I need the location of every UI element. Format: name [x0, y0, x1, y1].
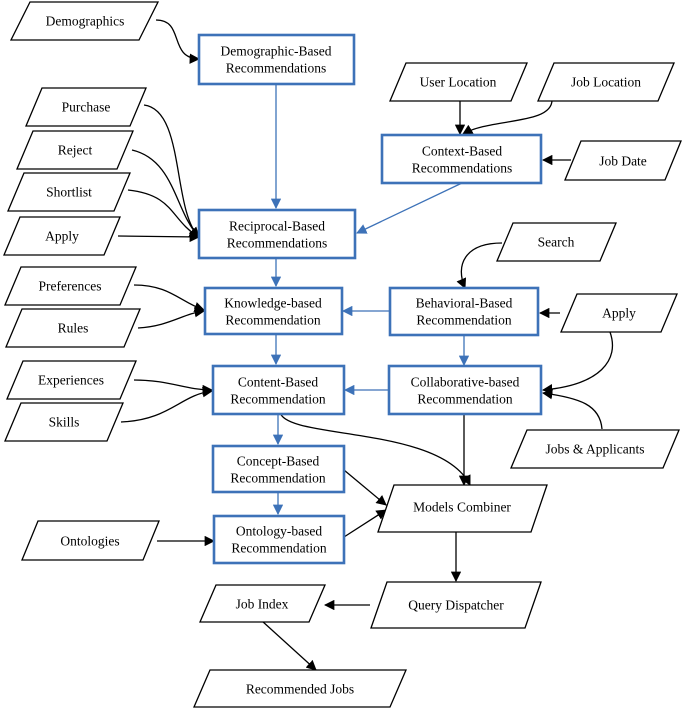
label-job-location: Job Location — [571, 75, 641, 90]
arrow-skills — [120, 387, 214, 423]
arrow-ontology-to-combiner — [343, 509, 387, 538]
module-behavioral-based: Behavioral-Based Recommendation — [388, 286, 540, 337]
module-demographic-based-line1: Demographic-Based — [221, 44, 332, 59]
job-index: Job Index — [199, 584, 326, 623]
arrow-experiences — [133, 379, 214, 396]
module-collaborative-based: Collaborative-based Recommendation — [387, 364, 543, 416]
input-experiences: Experiences — [6, 360, 137, 400]
label-rules: Rules — [58, 321, 89, 336]
module-behavioral-based-line2: Recommendation — [416, 313, 511, 328]
module-content-based-line2: Recommendation — [230, 392, 325, 407]
label-query-dispatcher: Query Dispatcher — [408, 598, 504, 613]
arrow-content-to-combiner — [279, 411, 471, 486]
connectors — [117, 19, 614, 671]
module-ontology-based: Ontology-based Recommendation — [212, 514, 346, 565]
arrow-jobindex-to-recommended — [261, 620, 317, 671]
input-apply-left: Apply — [3, 216, 121, 256]
module-knowledge-based: Knowledge-based Recommendation — [203, 286, 344, 336]
arrow-demographics — [155, 19, 201, 64]
label-recommended-jobs: Recommended Jobs — [246, 682, 354, 697]
module-ontology-based-line2: Recommendation — [231, 541, 326, 556]
label-apply-right: Apply — [602, 306, 636, 321]
models-combiner: Models Combiner — [377, 484, 548, 533]
module-demographic-based: Demographic-Based Recommendations — [197, 33, 356, 86]
label-demographics: Demographics — [46, 14, 125, 29]
arrow-apply-to-collaborative — [541, 331, 614, 395]
label-purchase: Purchase — [62, 100, 111, 115]
input-purchase: Purchase — [25, 87, 147, 127]
label-skills: Skills — [49, 415, 80, 430]
label-preferences: Preferences — [39, 279, 102, 294]
label-jobs-applicants: Jobs & Applicants — [545, 442, 644, 457]
module-context-based-line1: Context-Based — [422, 144, 502, 159]
module-behavioral-based-line1: Behavioral-Based — [416, 296, 513, 311]
label-ontologies: Ontologies — [60, 534, 119, 549]
module-context-based: Context-Based Recommendations — [380, 133, 543, 185]
label-models-combiner: Models Combiner — [413, 500, 511, 515]
input-skills: Skills — [4, 402, 124, 442]
module-collaborative-based-line2: Recommendation — [417, 392, 512, 407]
label-apply-left: Apply — [45, 229, 79, 244]
label-search: Search — [538, 235, 575, 250]
module-demographic-based-line2: Recommendations — [226, 61, 326, 76]
arrow-apply-left — [117, 231, 201, 243]
module-context-based-line2: Recommendations — [412, 161, 512, 176]
module-collaborative-based-line1: Collaborative-based — [411, 375, 520, 390]
input-search: Search — [496, 222, 617, 262]
module-concept-based-line2: Recommendation — [230, 471, 325, 486]
label-user-location: User Location — [420, 75, 497, 90]
module-reciprocal-based-line1: Reciprocal-Based — [229, 219, 325, 234]
arrow-preferences — [133, 284, 205, 312]
input-job-date: Job Date — [564, 140, 682, 181]
module-ontology-based-line1: Ontology-based — [236, 524, 322, 539]
input-rules: Rules — [5, 308, 141, 348]
recommended-jobs: Recommended Jobs — [193, 669, 407, 708]
input-jobs-applicants: Jobs & Applicants — [510, 429, 680, 469]
module-content-based-line1: Content-Based — [238, 375, 318, 390]
input-job-location: Job Location — [537, 62, 675, 102]
arrow-reject — [131, 149, 200, 238]
module-reciprocal-based-line2: Recommendations — [227, 236, 327, 251]
query-dispatcher: Query Dispatcher — [370, 581, 542, 629]
arrow-shortlist — [127, 189, 200, 238]
arrow-search — [456, 242, 503, 289]
label-shortlist: Shortlist — [46, 185, 92, 200]
arrow-job-location — [462, 99, 553, 135]
module-concept-based-line1: Concept-Based — [237, 454, 320, 469]
label-job-index: Job Index — [236, 597, 289, 612]
arrow-context-to-reciprocal — [356, 182, 463, 234]
input-preferences: Preferences — [4, 266, 137, 306]
input-apply-right: Apply — [560, 293, 678, 333]
input-demographics: Demographics — [9, 1, 160, 41]
label-experiences: Experiences — [38, 373, 104, 388]
module-reciprocal-based: Reciprocal-Based Recommendations — [197, 208, 357, 260]
arrow-purchase — [143, 104, 200, 238]
arrow-jobs-applicants — [541, 389, 603, 430]
module-knowledge-based-line1: Knowledge-based — [224, 296, 322, 311]
input-ontologies: Ontologies — [21, 520, 160, 561]
input-user-location: User Location — [389, 62, 528, 102]
label-job-date: Job Date — [599, 154, 647, 169]
arrow-concept-to-combiner — [343, 469, 387, 506]
arrow-rules — [137, 307, 206, 329]
module-knowledge-based-line2: Recommendation — [225, 313, 320, 328]
input-reject: Reject — [16, 130, 134, 170]
module-concept-based: Concept-Based Recommendation — [211, 444, 346, 494]
input-shortlist: Shortlist — [7, 172, 131, 212]
label-reject: Reject — [58, 143, 93, 158]
module-content-based: Content-Based Recommendation — [211, 364, 346, 416]
